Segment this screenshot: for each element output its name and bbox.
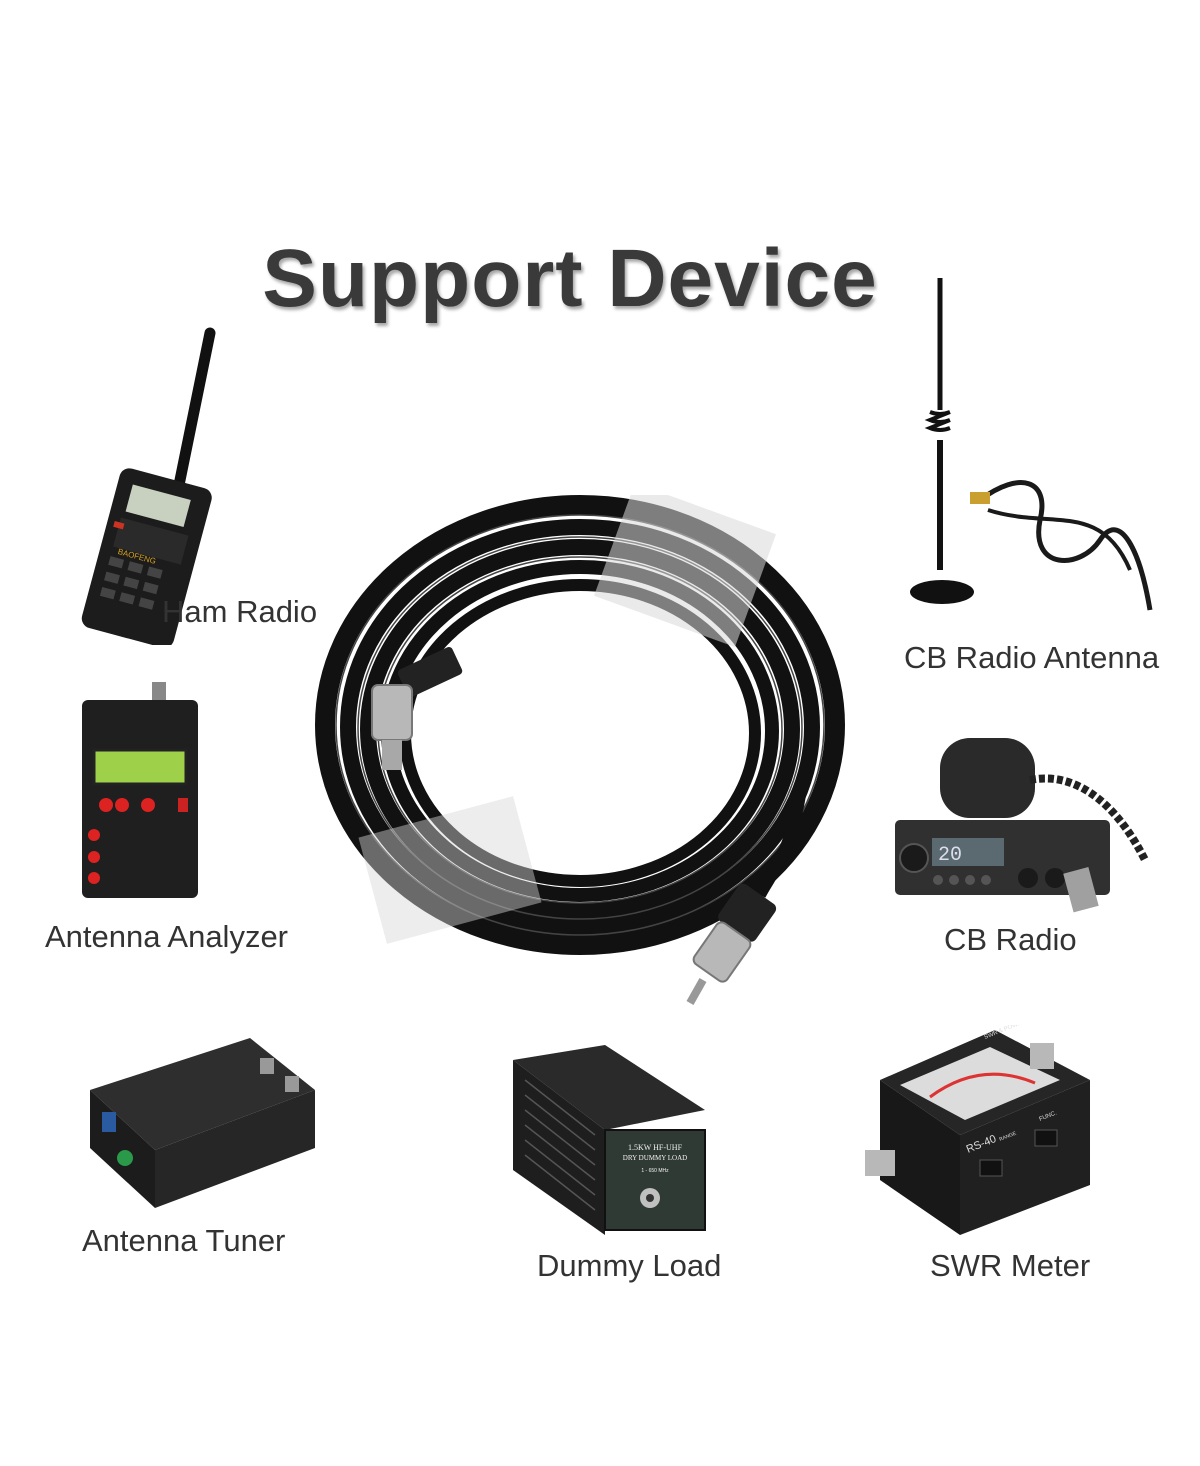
antenna-analyzer-image — [82, 682, 198, 898]
dummy-load-plate-line1: 1.5KW HF-UHF — [628, 1143, 683, 1152]
antenna-tuner-image — [90, 1038, 315, 1208]
page-title: Support Device — [262, 233, 878, 324]
dummy-load-plate-line2: DRY DUMMY LOAD — [623, 1154, 687, 1162]
coax-cable-image — [315, 495, 845, 1005]
ham-radio-image: BAOFENG — [81, 327, 216, 645]
label-cb-radio-antenna: CB Radio Antenna — [904, 640, 1160, 675]
label-dummy-load: Dummy Load — [537, 1248, 722, 1283]
dummy-load-plate-line3: 1 - 650 MHz — [641, 1168, 669, 1174]
cb-display-text: 20 — [938, 844, 962, 867]
cb-radio-image: 20 — [895, 738, 1149, 913]
label-antenna-tuner: Antenna Tuner — [82, 1223, 286, 1258]
dummy-load-image: 1.5KW HF-UHF DRY DUMMY LOAD 1 - 650 MHz — [513, 1045, 706, 1235]
label-cb-radio: CB Radio — [944, 922, 1077, 957]
cb-antenna-image — [910, 278, 1153, 611]
swr-meter-image: SWR & POWER METER RS-40 FUNC. RANGE — [865, 1025, 1090, 1235]
label-antenna-analyzer: Antenna Analyzer — [45, 919, 289, 954]
label-ham-radio: Ham Radio — [162, 594, 318, 629]
label-swr-meter: SWR Meter — [930, 1248, 1091, 1283]
